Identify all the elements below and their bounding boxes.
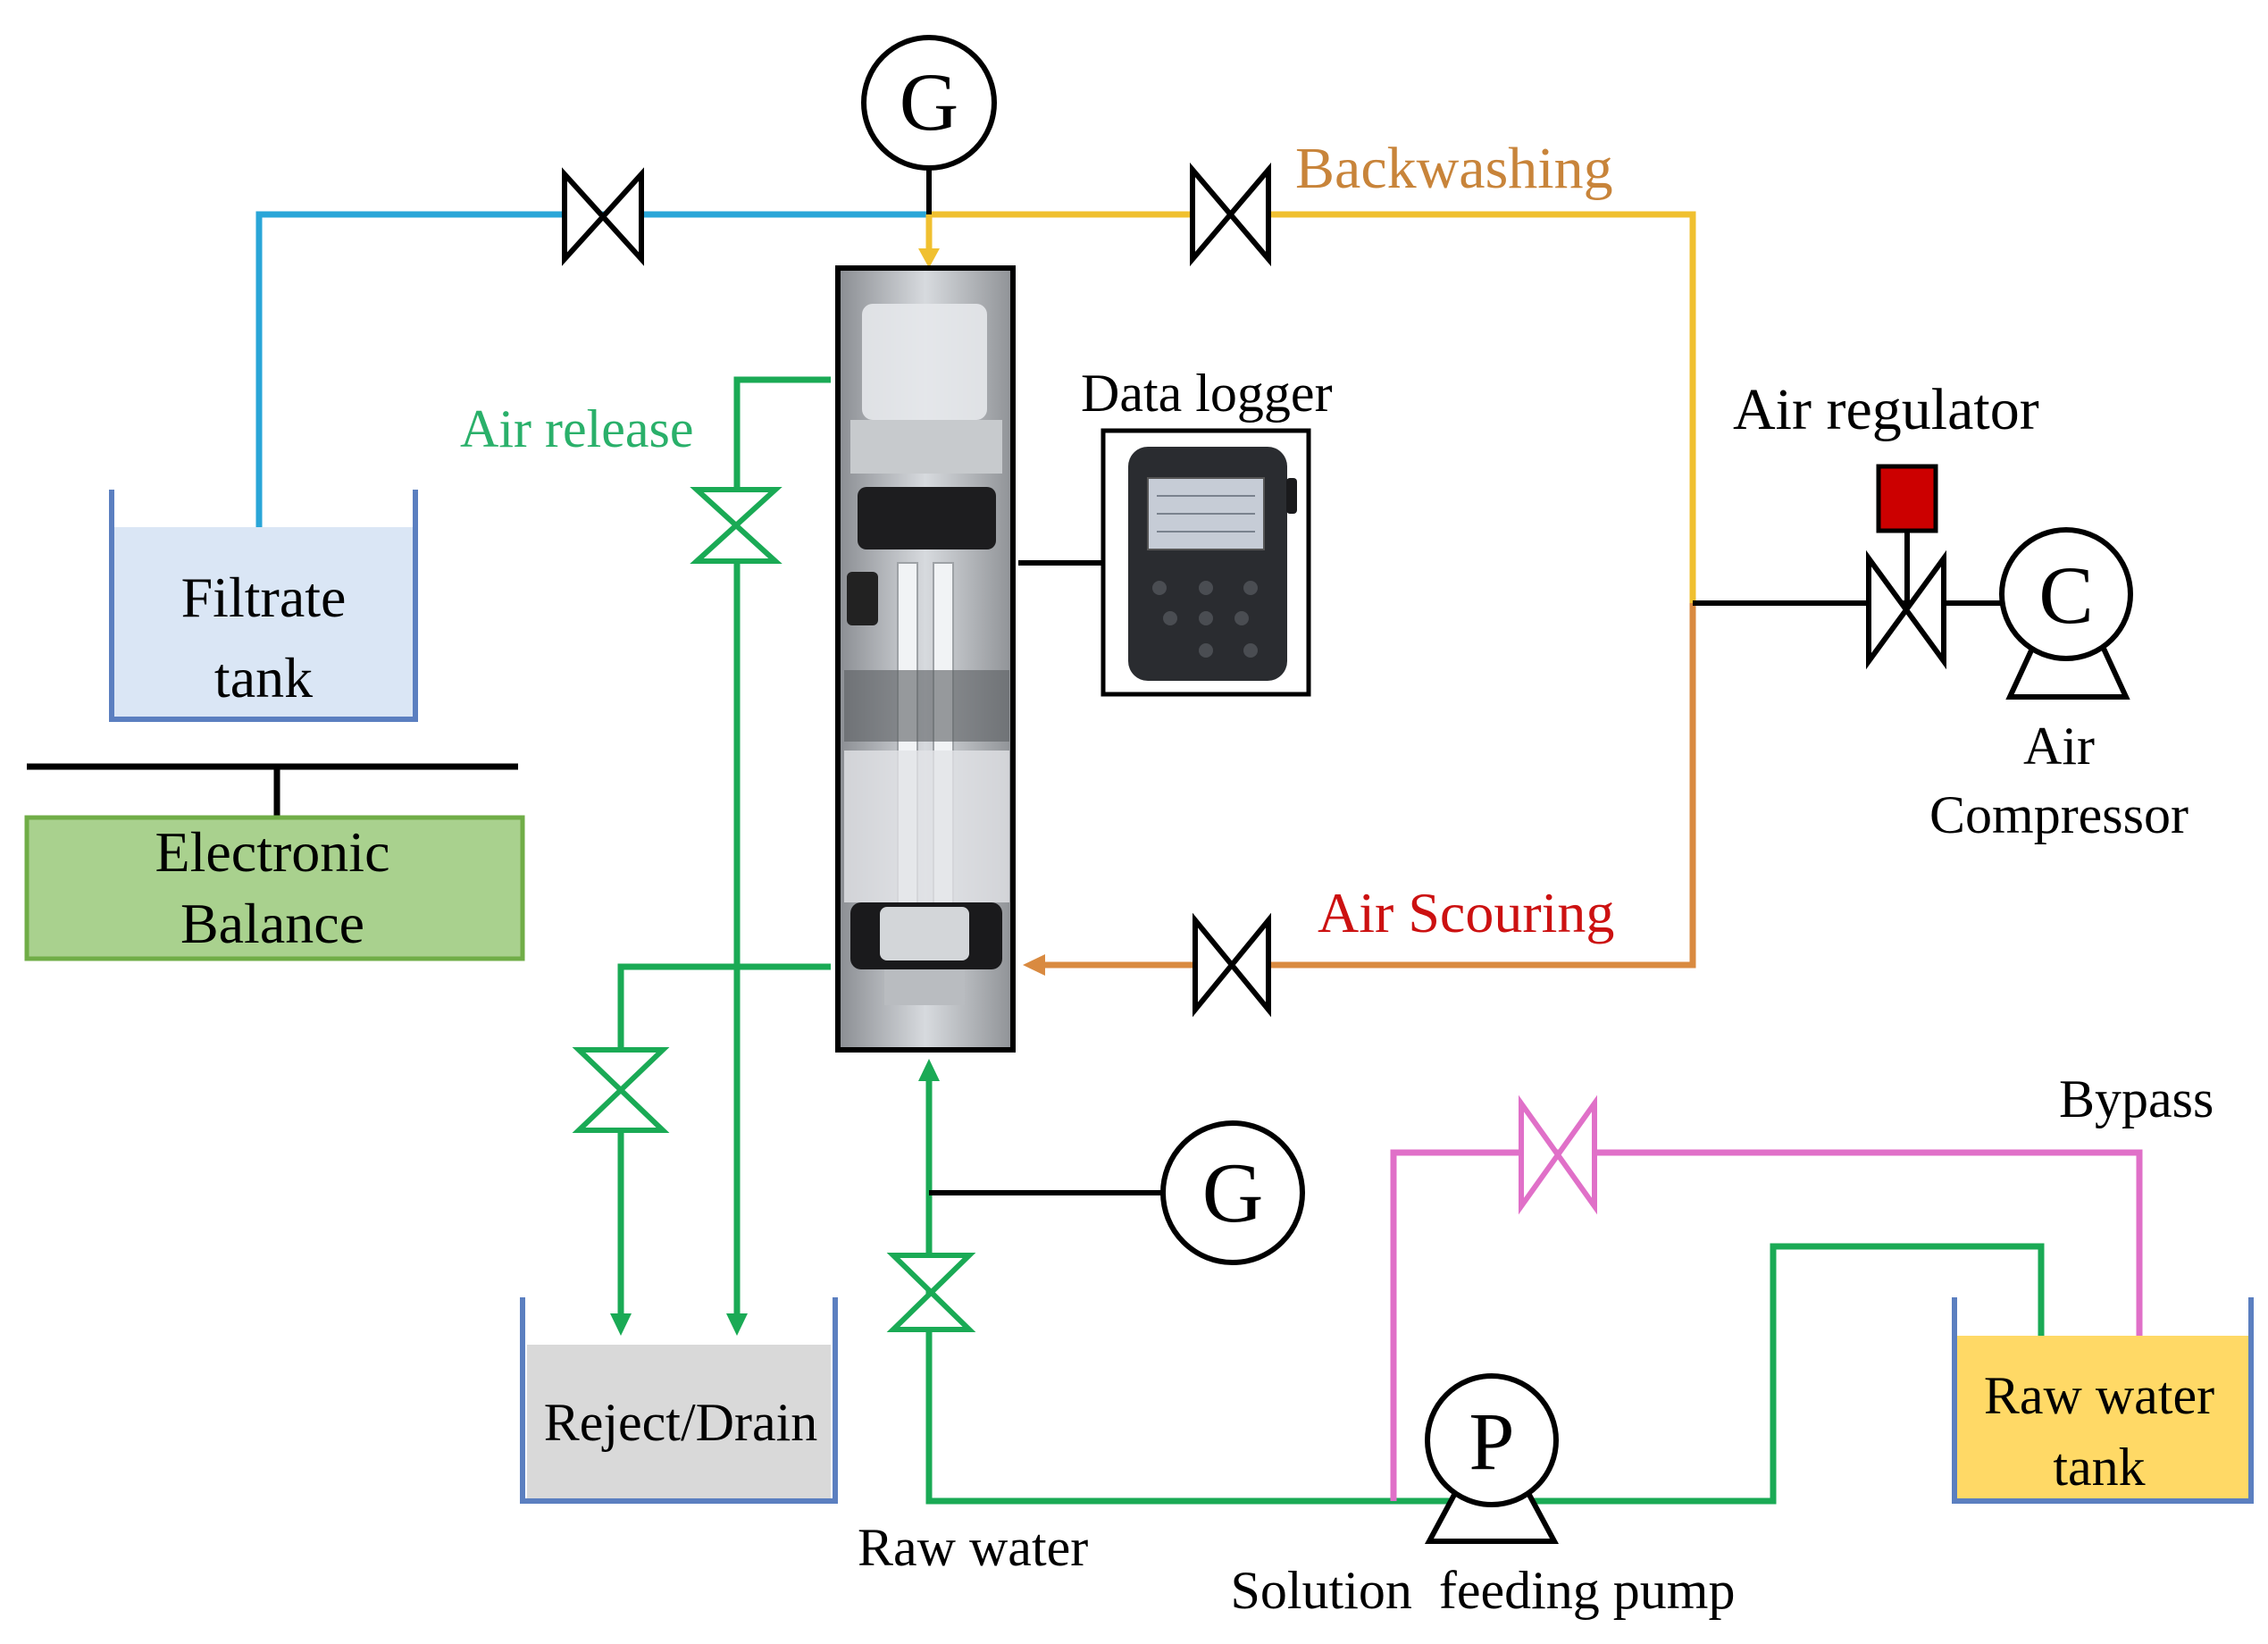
air-scouring-label: Air Scouring xyxy=(1318,881,1614,944)
compressor-label-2: Compressor xyxy=(1929,785,2188,844)
backwashing-label: Backwashing xyxy=(1295,136,1613,201)
drain-valve[interactable] xyxy=(572,1047,670,1133)
raw-water-tank: Raw water tank xyxy=(1952,1297,2254,1504)
reject-drain-label: Reject/Drain xyxy=(544,1393,818,1452)
filtrate-valve[interactable] xyxy=(562,167,644,266)
raw-water-label: Raw water xyxy=(858,1518,1088,1577)
pressure-gauge-bottom: G xyxy=(1160,1120,1305,1265)
feed-pump: P xyxy=(1424,1373,1560,1544)
raw-water-tank-label-2: tank xyxy=(2053,1438,2145,1497)
air-release-label: Air release xyxy=(460,399,694,458)
gauge-connections xyxy=(926,170,1161,1195)
electronic-balance: Electronic Balance xyxy=(24,763,525,961)
filtrate-tank: Filtrate tank xyxy=(109,490,418,722)
data-logger xyxy=(1101,428,1311,697)
data-logger-label: Data logger xyxy=(1081,364,1333,423)
backwash-line xyxy=(918,211,1696,603)
pump-symbol: P xyxy=(1469,1396,1514,1487)
backwash-valve[interactable] xyxy=(1190,162,1271,267)
pump-label: Solution feeding pump xyxy=(1231,1561,1736,1620)
bypass-label: Bypass xyxy=(2059,1069,2214,1128)
filtrate-tank-label-1: Filtrate xyxy=(181,566,347,629)
air-release-valve[interactable] xyxy=(690,487,783,564)
raw-water-line xyxy=(918,1059,2045,1505)
bypass-valve[interactable] xyxy=(1519,1095,1597,1215)
drain-lines xyxy=(610,376,831,1336)
filtrate-line xyxy=(248,211,929,558)
raw-water-tank-label-1: Raw water xyxy=(1984,1366,2214,1425)
pressure-gauge-top: G xyxy=(861,35,997,171)
compressor-label-1: Air xyxy=(2023,717,2095,776)
filtrate-tank-label-2: tank xyxy=(214,646,313,709)
air-regulator-label: Air regulator xyxy=(1733,377,2039,442)
balance-label-2: Balance xyxy=(180,892,364,955)
feed-valve[interactable] xyxy=(886,1253,976,1332)
air-regulator[interactable] xyxy=(1866,464,2001,670)
air-scouring-valve[interactable] xyxy=(1193,912,1271,1018)
regulator-knob[interactable] xyxy=(1876,464,1938,533)
balance-label-1: Electronic xyxy=(155,820,390,884)
air-compressor: C xyxy=(1999,527,2133,700)
compressor-symbol: C xyxy=(2038,549,2093,641)
reject-drain-tank: Reject/Drain xyxy=(520,1297,838,1504)
gauge-bottom-symbol: G xyxy=(1202,1145,1264,1240)
filter-column xyxy=(835,265,1016,1053)
gauge-top-symbol: G xyxy=(900,56,958,147)
